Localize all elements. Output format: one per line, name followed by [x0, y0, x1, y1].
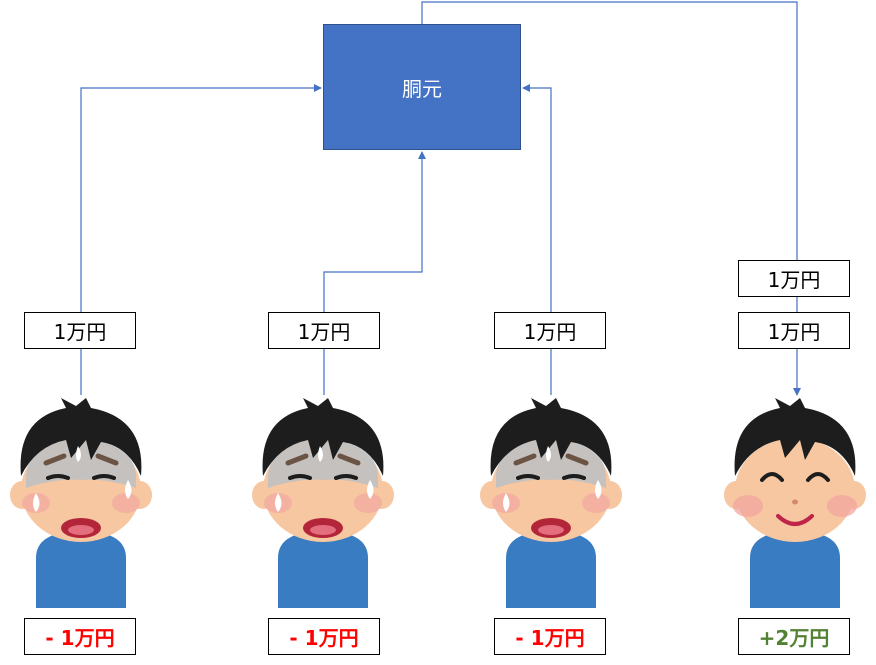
- connector-player1-to-hub: [80, 84, 322, 395]
- result-label-player1: - 1万円: [24, 618, 136, 655]
- result-label-player3: - 1万円: [494, 618, 606, 655]
- result-label-player2: - 1万円: [268, 618, 380, 655]
- result-label-text: - 1万円: [289, 626, 359, 650]
- transfer-label-text: 1万円: [297, 320, 351, 344]
- connector-player2-to-hub: [323, 151, 426, 395]
- hub-label: 胴元: [402, 76, 442, 101]
- result-label-text: +2万円: [758, 626, 830, 650]
- result-label-player4: +2万円: [738, 618, 850, 655]
- transfer-label-text: 1万円: [53, 320, 107, 344]
- transfer-label-player2: 1万円: [268, 312, 380, 349]
- result-label-text: - 1万円: [515, 626, 585, 650]
- connector-hub-to-player4: [421, 1, 801, 396]
- worried-boy-icon: [480, 398, 622, 608]
- transfer-label-player3: 1万円: [494, 312, 606, 349]
- happy-boy-icon: [724, 398, 866, 608]
- transfer-label-text: 1万円: [767, 268, 821, 292]
- connector-player3-to-hub: [522, 84, 552, 395]
- transfer-label-player4-lower: 1万円: [738, 312, 850, 349]
- transfer-label-text: 1万円: [523, 320, 577, 344]
- transfer-label-text: 1万円: [767, 320, 821, 344]
- transfer-label-player4-upper: 1万円: [738, 260, 850, 297]
- result-label-text: - 1万円: [45, 626, 115, 650]
- worried-boy-icon: [10, 398, 152, 608]
- worried-boy-icon: [252, 398, 394, 608]
- hub-box: 胴元: [323, 24, 521, 150]
- transfer-label-player1: 1万円: [24, 312, 136, 349]
